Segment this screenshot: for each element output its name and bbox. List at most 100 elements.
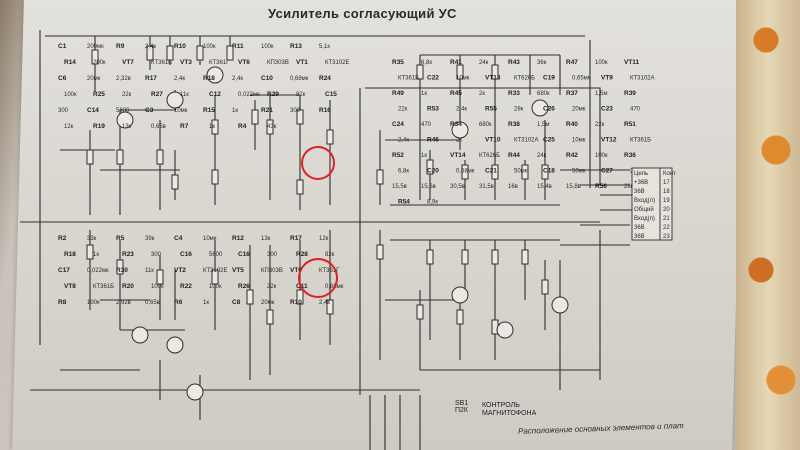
right-label: 22к bbox=[398, 107, 408, 113]
right-label: R49 bbox=[392, 90, 404, 97]
connector-pin-number: Конт bbox=[663, 171, 676, 177]
upper-left-label: R7 bbox=[180, 123, 189, 130]
connector-pin-number: 19 bbox=[663, 198, 670, 204]
lower-left-label: R6 bbox=[174, 299, 183, 306]
right-label: VT9 bbox=[601, 75, 613, 82]
upper-left-label: КТ361Б bbox=[151, 60, 172, 66]
lower-left-label: R23 bbox=[122, 251, 134, 258]
right-label: R46 bbox=[427, 137, 439, 144]
lower-left-label: 20мк bbox=[261, 300, 275, 306]
transistor-symbol bbox=[451, 121, 469, 139]
upper-left-label: 11к bbox=[180, 92, 189, 98]
right-label: КТ361Б bbox=[398, 76, 419, 82]
transistor-symbol bbox=[166, 336, 184, 354]
right-label: C22 bbox=[427, 75, 439, 82]
resistor-symbol bbox=[296, 109, 304, 125]
upper-left-label: R24 bbox=[319, 75, 331, 82]
connector-net-name: Общий bbox=[634, 206, 654, 213]
right-label: 6,8к bbox=[398, 169, 409, 175]
upper-left-label: 2,32в bbox=[116, 76, 131, 82]
right-label: R35 bbox=[392, 59, 404, 66]
connector-pin-number: 20 bbox=[663, 207, 670, 213]
lower-left-label: R18 bbox=[64, 251, 76, 258]
upper-left-label: R14 bbox=[64, 59, 76, 66]
upper-left-label: R17 bbox=[145, 75, 157, 82]
transistor-symbol bbox=[451, 286, 469, 304]
resistor-symbol bbox=[376, 244, 384, 260]
upper-left-label: 82к bbox=[296, 92, 306, 98]
lower-left-label: R22 bbox=[180, 283, 192, 290]
resistor-symbol bbox=[461, 249, 469, 265]
resistor-symbol bbox=[541, 164, 549, 180]
right-label: 16в bbox=[508, 184, 518, 190]
resistor-symbol bbox=[166, 45, 174, 61]
right-label: 0,65мк bbox=[572, 76, 591, 82]
upper-left-label: C12 bbox=[209, 91, 221, 98]
upper-left-label: R16 bbox=[319, 107, 331, 114]
transistor-symbol bbox=[186, 383, 204, 401]
resistor-symbol bbox=[86, 244, 94, 260]
right-label: КТ626Б bbox=[479, 153, 500, 159]
connector-net-name: 36В bbox=[634, 234, 645, 240]
transistor-symbol bbox=[131, 326, 149, 344]
right-label: C27 bbox=[601, 168, 613, 175]
resistor-symbol bbox=[491, 164, 499, 180]
upper-left-label: 200мк bbox=[87, 44, 104, 50]
resistor-symbol bbox=[426, 159, 434, 175]
right-label: R56 bbox=[595, 183, 607, 190]
right-label: C24 bbox=[392, 121, 404, 128]
lower-left-label: 0,65в bbox=[145, 300, 160, 306]
transistor-symbol bbox=[551, 296, 569, 314]
lower-left-label: C16 bbox=[238, 251, 250, 258]
lower-left-label: R30 bbox=[116, 267, 128, 274]
upper-left-label: R13 bbox=[290, 43, 302, 50]
right-label: R47 bbox=[566, 59, 578, 66]
resistor-symbol bbox=[521, 164, 529, 180]
lower-left-label: 2,92в bbox=[116, 300, 131, 306]
upper-left-label: VT6 bbox=[238, 59, 250, 66]
upper-left-label: 1к bbox=[209, 124, 215, 130]
right-label: VT12 bbox=[601, 137, 617, 144]
transistor-symbol bbox=[166, 91, 184, 109]
switch-caption: КОНТРОЛЬ МАГНИТОФОНА bbox=[482, 402, 537, 417]
upper-left-label: КТ3102Е bbox=[325, 60, 350, 66]
resistor-symbol bbox=[86, 149, 94, 165]
right-label: 31,5в bbox=[479, 184, 494, 190]
lower-left-label: 11к bbox=[145, 268, 154, 274]
right-label: 15,8в bbox=[566, 184, 581, 190]
upper-left-label: R9 bbox=[116, 43, 125, 50]
right-label: R43 bbox=[508, 59, 520, 66]
connector-net-name: 36В bbox=[634, 225, 645, 231]
right-label: 680к bbox=[537, 91, 550, 97]
upper-left-label: R11 bbox=[232, 43, 244, 50]
right-label: C26 bbox=[543, 106, 555, 113]
resistor-symbol bbox=[491, 249, 499, 265]
upper-left-label: C15 bbox=[325, 91, 337, 98]
resistor-symbol bbox=[541, 279, 549, 295]
lower-left-label: 5600 bbox=[209, 252, 223, 258]
upper-left-label: 0,68мк bbox=[290, 76, 309, 82]
upper-left-label: 22к bbox=[122, 92, 132, 98]
right-label: 15,6в bbox=[421, 184, 436, 190]
right-label: C25 bbox=[543, 137, 555, 144]
right-label: 1,5м bbox=[595, 91, 607, 97]
resistor-symbol bbox=[491, 64, 499, 80]
right-label: КТ626Б bbox=[514, 76, 535, 82]
lower-left-label: 100к bbox=[151, 284, 164, 290]
lower-left-label: 2,4к bbox=[319, 300, 330, 306]
resistor-symbol bbox=[116, 259, 124, 275]
right-label: КТ3102А bbox=[630, 76, 655, 82]
right-label: R44 bbox=[508, 152, 520, 159]
right-label: R52 bbox=[392, 152, 404, 159]
upper-left-label: 5600 bbox=[116, 108, 130, 114]
right-label: 470 bbox=[630, 107, 641, 113]
lower-left-label: КТ361Б bbox=[93, 284, 114, 290]
resistor-symbol bbox=[246, 289, 254, 305]
upper-left-label: 0,65в bbox=[151, 124, 166, 130]
upper-left-label: 20мк bbox=[87, 76, 101, 82]
lower-left-label: КТ361Г bbox=[319, 268, 340, 274]
right-label: VT10 bbox=[485, 137, 501, 144]
upper-left-label: 200к bbox=[93, 60, 106, 66]
upper-left-label: 12к bbox=[64, 124, 74, 130]
upper-left-label: 0,022мк bbox=[238, 92, 260, 98]
